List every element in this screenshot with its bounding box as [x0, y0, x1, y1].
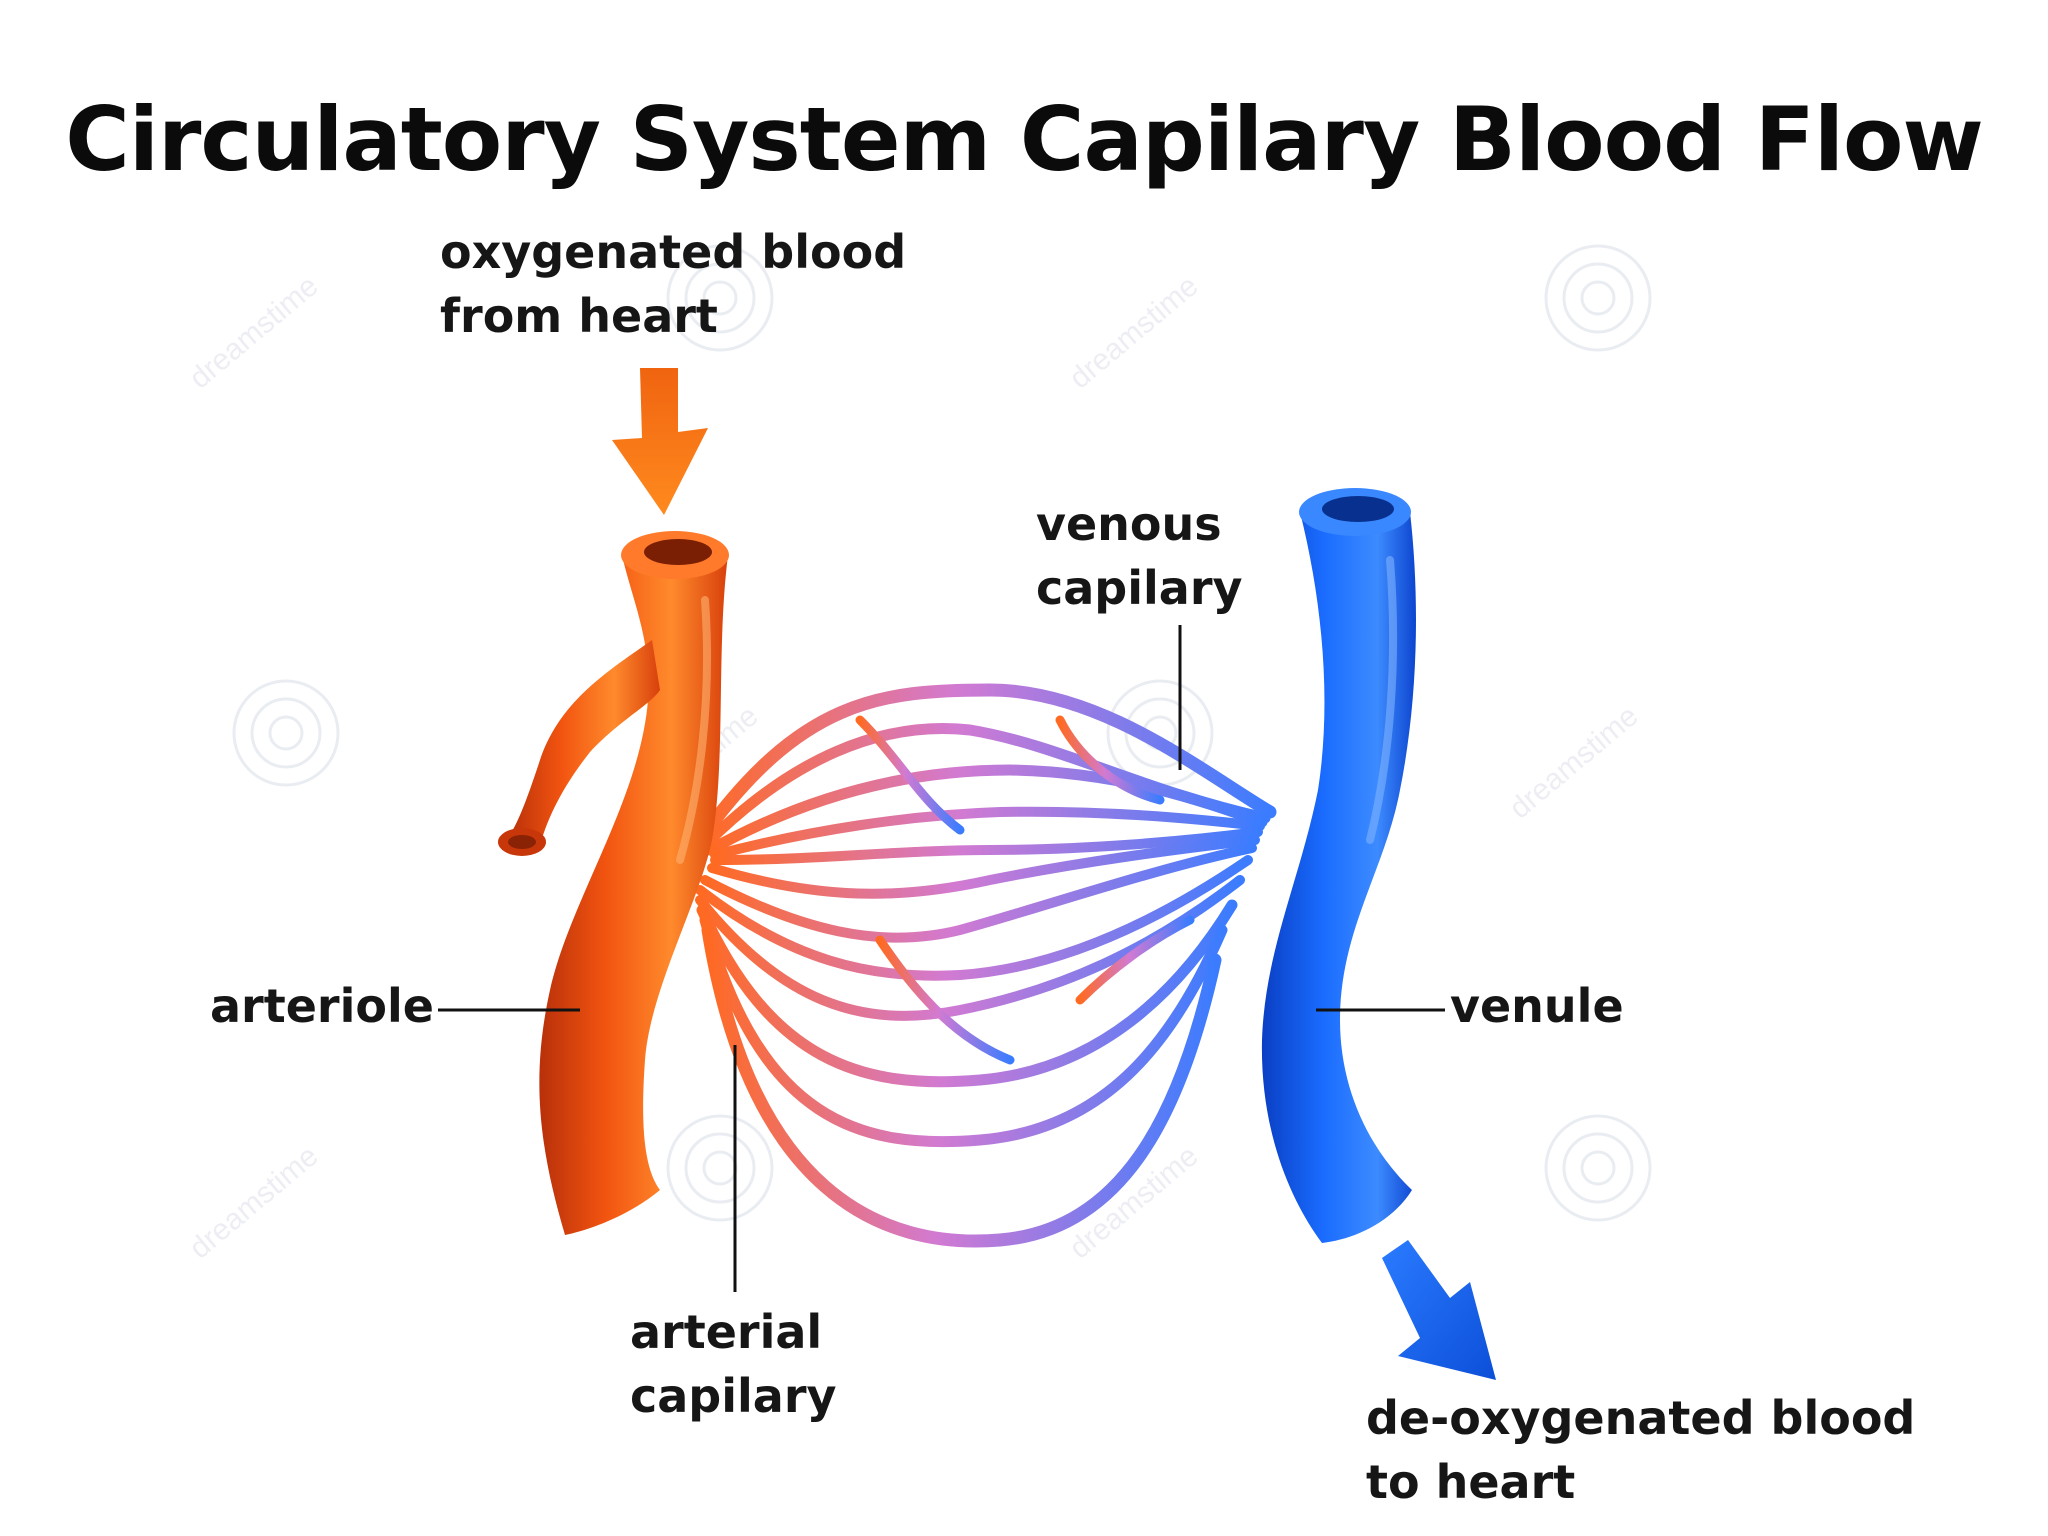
label-line: venule — [1450, 979, 1624, 1033]
label-line: to heart — [1366, 1455, 1576, 1509]
label-line: from heart — [440, 289, 718, 343]
arteriole-vessel — [498, 531, 729, 1235]
label-line: capilary — [1036, 561, 1243, 615]
label-line: arteriole — [210, 979, 434, 1033]
watermark: dreamstime dreamstime dreamstime dreamst… — [183, 244, 1652, 1265]
capillary-network — [693, 683, 1277, 1248]
watermark-text: dreamstime — [1063, 269, 1204, 395]
watermark-text: dreamstime — [183, 269, 324, 395]
deoxygenated-blood-label: de-oxygenated blood to heart — [1366, 1386, 1915, 1514]
watermark-text: dreamstime — [1503, 699, 1644, 825]
watermark-text: dreamstime — [183, 1139, 324, 1265]
label-line: capilary — [630, 1369, 837, 1423]
arterial-capillary-label: arterial capilary — [630, 1300, 836, 1428]
venule-label: venule — [1450, 974, 1624, 1038]
diagram-title: Circulatory System Capilary Blood Flow — [65, 88, 1984, 191]
label-line: arterial — [630, 1305, 823, 1359]
venous-capillary-label: venous capilary — [1036, 492, 1242, 620]
leader-lines — [438, 625, 1445, 1292]
venule-vessel — [1261, 488, 1416, 1243]
arrow-out-of-venule-icon — [1382, 1240, 1496, 1380]
label-line: oxygenated blood — [440, 225, 907, 279]
arteriole-label: arteriole — [210, 974, 434, 1038]
oxygenated-blood-label: oxygenated blood from heart — [440, 220, 906, 348]
arrow-into-arteriole-icon — [612, 368, 708, 515]
label-line: venous — [1036, 497, 1222, 551]
label-line: de-oxygenated blood — [1366, 1391, 1916, 1445]
